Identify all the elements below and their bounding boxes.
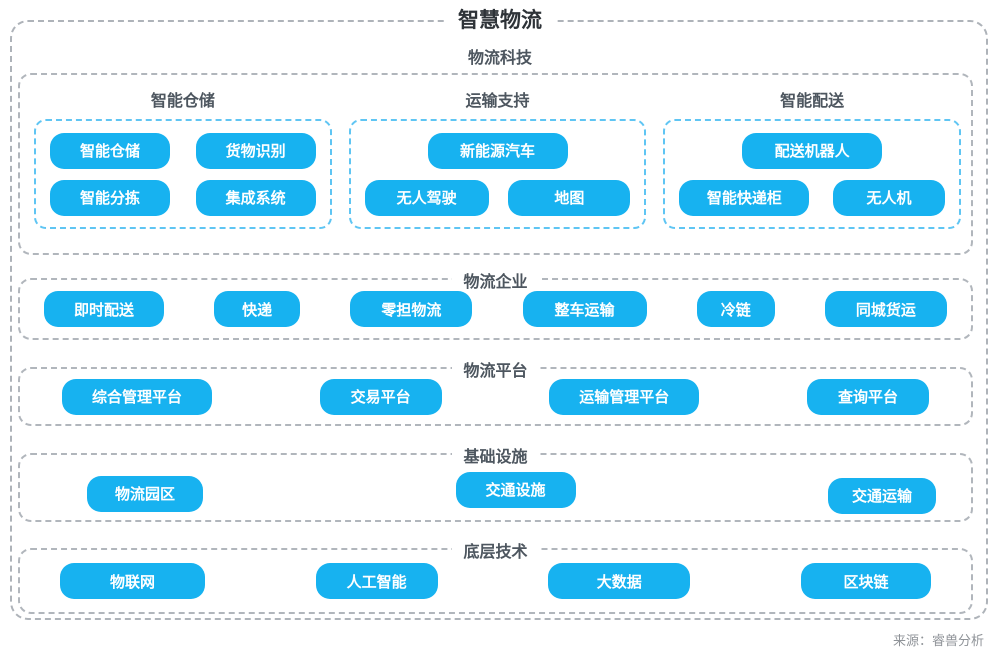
pill-smart-sorting: 智能分拣 xyxy=(50,179,170,216)
pill-cargo-recognition: 货物识别 xyxy=(195,132,316,169)
section-title-infrastructure: 基础设施 xyxy=(451,443,540,467)
group-transport-support: 运输支持 新能源汽车 无人驾驶 地图 xyxy=(348,75,647,253)
section-title-logistics-enterprises: 物流企业 xyxy=(451,268,540,292)
pill-instant-delivery: 即时配送 xyxy=(44,291,164,327)
group-box-smart-warehousing: 智能仓储 货物识别 智能分拣 集成系统 xyxy=(34,119,332,229)
pill-maps: 地图 xyxy=(508,179,631,216)
pill-blockchain: 区块链 xyxy=(800,563,931,599)
pill-ai: 人工智能 xyxy=(315,563,438,599)
group-smart-delivery: 智能配送 配送机器人 智能快递柜 无人机 xyxy=(663,75,962,253)
pill-delivery-robots: 配送机器人 xyxy=(742,132,883,169)
pill-logistics-parks: 物流园区 xyxy=(87,475,203,512)
section-logistics-enterprises: 物流企业 即时配送 快递 零担物流 整车运输 冷链 同城货运 xyxy=(18,268,973,340)
pill-smart-warehousing: 智能仓储 xyxy=(50,132,170,169)
source-note: 来源：睿兽分析 xyxy=(892,633,984,648)
pill-integrated-systems: 集成系统 xyxy=(195,179,316,216)
section-base-technologies: 底层技术 物联网 人工智能 大数据 区块链 xyxy=(18,538,973,614)
pill-trading-platform: 交易平台 xyxy=(319,378,442,415)
pill-ftl-transport: 整车运输 xyxy=(522,291,647,327)
pill-integrated-mgmt-platform: 综合管理平台 xyxy=(62,378,212,415)
section-logistics-tech: 智能仓储 智能仓储 货物识别 智能分拣 集成系统 运输支持 新能源汽车 无人驾 xyxy=(18,73,973,255)
pill-row: 配送机器人 xyxy=(679,132,945,169)
pill-express: 快递 xyxy=(214,291,301,327)
pill-drones: 无人机 xyxy=(833,179,946,216)
pill-transport-facilities: 交通设施 xyxy=(455,471,576,508)
section-title-logistics-tech: 物流科技 xyxy=(467,50,532,67)
section-title-logistics-platforms: 物流平台 xyxy=(451,357,540,381)
group-smart-warehousing: 智能仓储 智能仓储 货物识别 智能分拣 集成系统 xyxy=(34,75,332,253)
pill-row: 智能分拣 集成系统 xyxy=(50,179,316,216)
pill-autonomous-driving: 无人驾驶 xyxy=(364,179,489,216)
pill-row: 智能快递柜 无人机 xyxy=(679,179,946,216)
pill-row: 无人驾驶 地图 xyxy=(364,179,631,216)
pill-smart-lockers: 智能快递柜 xyxy=(679,179,810,216)
section-title-base-technologies: 底层技术 xyxy=(451,538,540,562)
pill-cold-chain: 冷链 xyxy=(696,291,775,327)
pill-query-platform: 查询平台 xyxy=(806,378,929,415)
pill-row: 新能源汽车 xyxy=(365,132,631,169)
pill-big-data: 大数据 xyxy=(548,563,691,599)
group-title-smart-warehousing: 智能仓储 xyxy=(150,93,215,110)
pill-transportation: 交通运输 xyxy=(828,477,936,514)
section-logistics-platforms: 物流平台 综合管理平台 交易平台 运输管理平台 查询平台 xyxy=(18,357,973,426)
group-box-smart-delivery: 配送机器人 智能快递柜 无人机 xyxy=(663,119,962,229)
pill-ltl-logistics: 零担物流 xyxy=(350,291,473,327)
group-box-transport-support: 新能源汽车 无人驾驶 地图 xyxy=(348,119,647,229)
pill-new-energy-vehicles: 新能源汽车 xyxy=(427,132,568,169)
pill-transport-mgmt-platform: 运输管理平台 xyxy=(549,378,700,415)
pill-row: 物流园区 交通设施 交通运输 xyxy=(20,455,971,520)
pill-intracity-freight: 同城货运 xyxy=(824,291,947,327)
pill-row: 智能仓储 货物识别 xyxy=(50,132,316,169)
section-infrastructure: 基础设施 物流园区 交通设施 交通运输 xyxy=(18,443,973,522)
pill-iot: 物联网 xyxy=(60,563,205,599)
group-title-smart-delivery: 智能配送 xyxy=(780,93,845,110)
main-title: 智慧物流 xyxy=(444,4,556,34)
group-title-transport-support: 运输支持 xyxy=(465,93,530,110)
pill-row: 即时配送 快递 零担物流 整车运输 冷链 同城货运 xyxy=(20,280,971,338)
pill-row: 综合管理平台 交易平台 运输管理平台 查询平台 xyxy=(20,369,971,424)
pill-row: 物联网 人工智能 大数据 区块链 xyxy=(20,550,971,612)
